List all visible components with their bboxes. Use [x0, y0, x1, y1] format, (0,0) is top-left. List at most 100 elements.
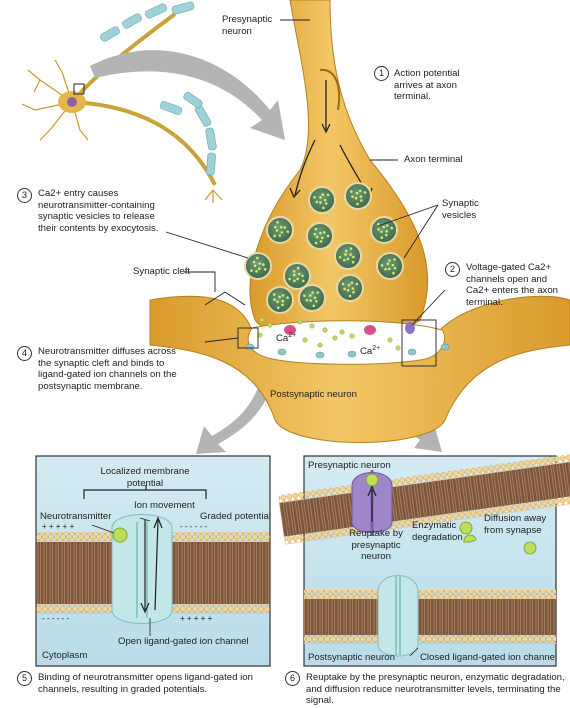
calcium-channel [284, 325, 296, 335]
neurotransmitter-dot [314, 227, 318, 231]
calcium-channel [364, 325, 376, 335]
neurotransmitter-dot [259, 317, 265, 323]
neurotransmitter-dot [317, 342, 323, 348]
neurotransmitter-dot [380, 236, 384, 239]
postsynaptic-neuron-label: Postsynaptic neuron [270, 389, 357, 400]
neurotransmitter-dot [349, 253, 352, 256]
neurotransmitter-dot [395, 345, 401, 351]
neurotransmitter-dot [363, 191, 367, 194]
neurotransmitter-dot [273, 298, 276, 302]
neurotransmitter-dot [349, 190, 353, 193]
reuptake-label: Reuptake by presynaptic neuron [349, 528, 403, 562]
neurotransmitter-dot [302, 337, 308, 343]
neurotransmitter-dot [288, 277, 291, 281]
neurotransmitter-dot [387, 337, 393, 343]
neurotransmitter-dot [313, 195, 316, 199]
enzymatic-label: Enzymatic degradation [412, 520, 463, 543]
neurotransmitter-dot [351, 260, 355, 264]
synaptic-vesicle [344, 182, 372, 210]
step-6-text: Reuptake by the presynaptic neuron, enzy… [306, 672, 565, 706]
inset-postsynaptic-label: Postsynaptic neuron [308, 652, 395, 663]
neurotransmitter-dot [384, 233, 388, 237]
synaptic-vesicle [283, 262, 311, 290]
neurotransmitter-dot [278, 234, 282, 237]
neurotransmitter-dot [321, 193, 325, 196]
calcium-label-right: Ca2+ [360, 345, 381, 358]
neurotransmitter-dot [319, 196, 322, 199]
neurotransmitter-dot [250, 269, 253, 272]
neurotransmitter-dot [344, 249, 348, 253]
neurotransmitter-dot [296, 277, 299, 281]
neurotransmitter-dot [385, 224, 389, 227]
diffusion-label: Diffusion away from synapse [484, 513, 547, 536]
neurotransmitter-dot [360, 199, 363, 202]
neurotransmitter-dot [326, 193, 330, 197]
neuron-overview [21, 1, 223, 203]
pointer-lines [165, 19, 446, 367]
neurotransmitter-dot [349, 247, 353, 250]
neurotransmitter-dot [315, 235, 319, 239]
neurotransmitter-dot [292, 270, 296, 273]
neurotransmitter-dot [316, 291, 320, 294]
synaptic-vesicle [334, 242, 362, 270]
neurotransmitter-dot [314, 241, 318, 245]
neurotransmitter-dot [313, 296, 317, 300]
synaptic-cleft-label: Synaptic cleft [133, 266, 191, 277]
neurotransmitter-dot [355, 282, 359, 286]
neurotransmitter-dot [324, 202, 328, 205]
neurotransmitter-dot [344, 253, 347, 256]
charge-plus-bottom: + + + + + [180, 614, 213, 623]
neurotransmitter-dot [274, 225, 277, 229]
step-4-text: Neurotransmitter diffuses across the syn… [38, 346, 177, 392]
graded-potential-label: Graded potential [200, 511, 271, 522]
synaptic-vesicle [244, 252, 272, 280]
neurotransmitter-dot [305, 298, 309, 302]
step-5-number: 5 [17, 671, 32, 686]
neurotransmitter-dot [309, 323, 315, 329]
neurotransmitter-dot [377, 228, 380, 231]
neurotransmitter-dot [313, 232, 317, 236]
neurotransmitter-dot [343, 258, 346, 262]
step-4-number: 4 [17, 346, 32, 361]
neurotransmitter-dot [348, 294, 352, 298]
neurotransmitter-dot [276, 300, 279, 304]
neurotransmitter-dot [275, 229, 279, 232]
neurotransmitter-dot [354, 196, 358, 200]
step-1-number: 1 [374, 66, 389, 81]
neurotransmitter-dot [256, 256, 259, 260]
neurotransmitter-dot [262, 263, 265, 266]
ligand-gated-channel [245, 343, 255, 351]
neurotransmitter-dot [301, 274, 304, 278]
synaptic-vesicle [308, 186, 336, 214]
neurotransmitter-dot [332, 335, 338, 341]
neurotransmitter-dot [286, 296, 289, 299]
neurotransmitter-dot [390, 226, 394, 230]
ligand-gated-channel [315, 351, 325, 359]
neurotransmitter-dot [351, 287, 355, 290]
right-inset [278, 453, 570, 667]
neurotransmitter-dot [393, 258, 396, 261]
left-inset [35, 455, 271, 667]
neurotransmitter-dot [339, 329, 345, 335]
neurotransmitter-dot [309, 299, 312, 302]
neurotransmitter-dot [352, 255, 355, 259]
neurotransmitter-dot [356, 202, 359, 206]
neurotransmitter-dot [252, 260, 256, 264]
neurotransmitter-dot [391, 263, 395, 267]
neurotransmitter-dot [350, 281, 354, 285]
ligand-gated-channel [440, 343, 450, 351]
neurotransmitter-dot [346, 288, 350, 292]
step-3-number: 3 [17, 188, 32, 203]
neurotransmitter-dot [351, 195, 354, 198]
synaptic-vesicle [306, 222, 334, 250]
neurotransmitter-dot [385, 230, 388, 233]
neurotransmitter-dot [292, 273, 296, 277]
neurotransmitter-dot [276, 306, 280, 310]
step-1-text: Action potential arrives at axon termina… [394, 68, 460, 102]
ligand-gated-channel [347, 350, 357, 358]
neurotransmitter-dot [326, 234, 330, 238]
neurotransmitter-dot [281, 294, 285, 297]
step-2-text: Voltage-gated Ca2+ channels open and Ca2… [466, 262, 559, 308]
